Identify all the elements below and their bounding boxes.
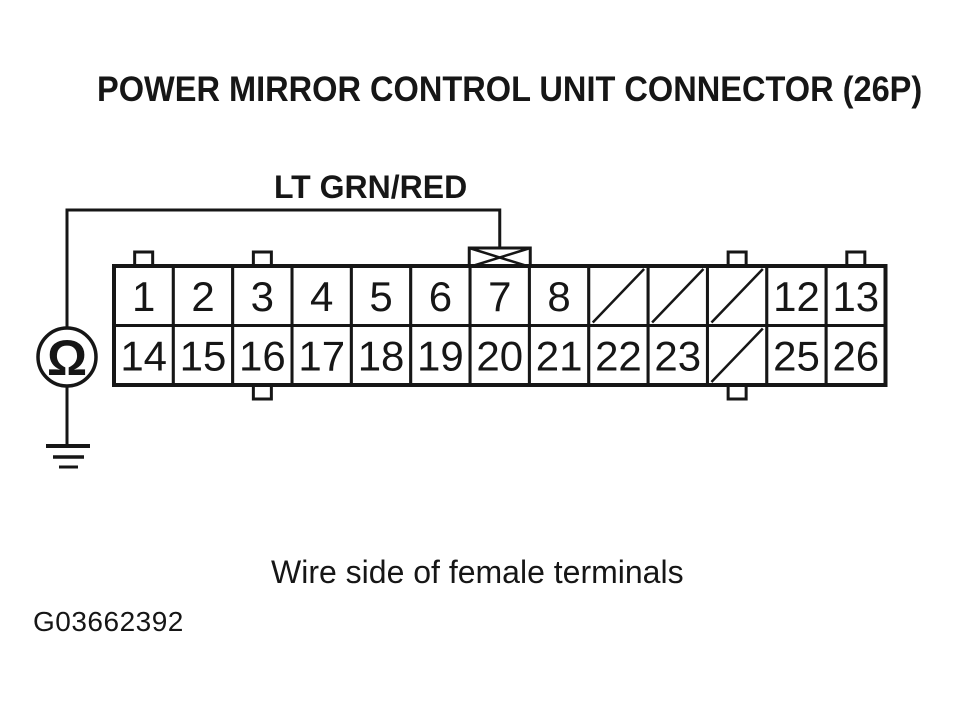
connector-outline — [112, 264, 888, 387]
pin-number: 20 — [476, 332, 523, 379]
pin-number: 3 — [251, 273, 274, 320]
pin-number: 8 — [547, 273, 570, 320]
pin-number: 1 — [132, 273, 155, 320]
pin-cell — [468, 264, 531, 327]
pin-cell — [409, 324, 472, 387]
wire-color-label: LT GRN/RED — [274, 169, 468, 205]
ohmmeter-symbol: Ω — [47, 330, 87, 386]
pin-cell — [409, 264, 472, 327]
pin-number: 21 — [536, 332, 583, 379]
pin-number: 7 — [488, 273, 511, 320]
pin-number: 12 — [773, 273, 820, 320]
probe-marker-cross — [468, 246, 531, 269]
pin-number: 4 — [310, 273, 333, 320]
empty-cell-slash — [591, 268, 646, 324]
pin-cell — [824, 324, 888, 387]
pin-number: 15 — [180, 332, 227, 379]
figure-id: G03662392 — [33, 606, 184, 637]
pin-number: 22 — [595, 332, 642, 379]
pin-number: 16 — [239, 332, 286, 379]
pin-number: 13 — [832, 273, 879, 320]
caption: Wire side of female terminals — [271, 554, 684, 590]
empty-cell-slash — [710, 327, 764, 383]
empty-cell-slash — [710, 268, 764, 324]
pin-number: 6 — [429, 273, 452, 320]
pin-number: 26 — [832, 332, 879, 379]
empty-cell-slash — [651, 268, 705, 324]
pin-number: 17 — [298, 332, 345, 379]
pin-number: 2 — [191, 273, 214, 320]
pin-cell — [646, 324, 709, 387]
test-wire — [65, 208, 502, 330]
pin-number: 5 — [369, 273, 392, 320]
pin-number: 19 — [417, 332, 464, 379]
pin-cell — [468, 324, 531, 387]
pin-number: 18 — [358, 332, 405, 379]
pin-cell — [527, 324, 591, 387]
pin-number: 23 — [654, 332, 701, 379]
pin-number: 25 — [773, 332, 820, 379]
pin-number: 14 — [120, 332, 167, 379]
page-title: POWER MIRROR CONTROL UNIT CONNECTOR (26P… — [97, 70, 923, 109]
